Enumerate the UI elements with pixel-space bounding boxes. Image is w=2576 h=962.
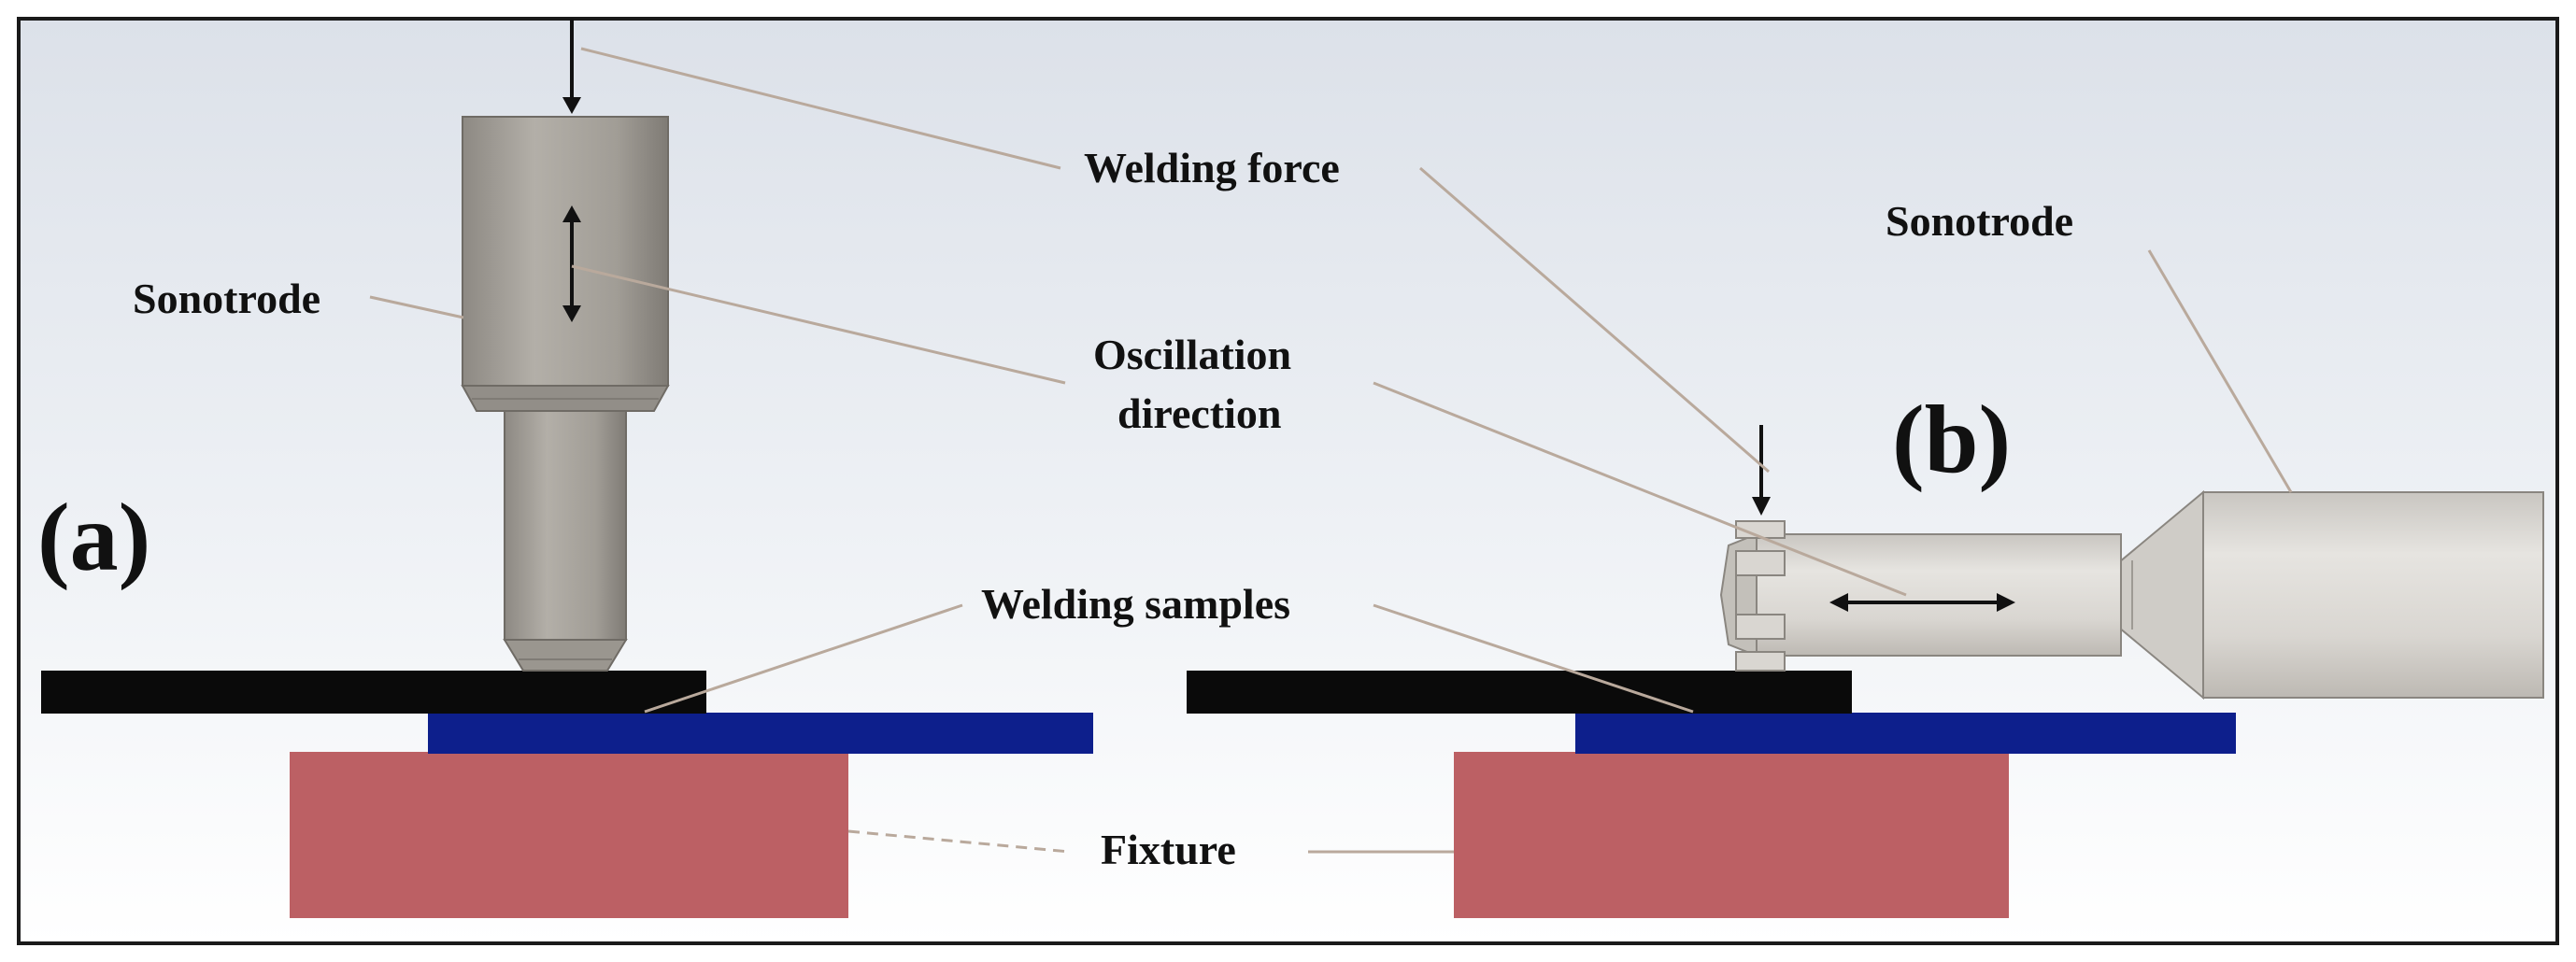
oscillation-label-line1: Oscillation bbox=[1093, 331, 1291, 378]
leader-welding-force-a bbox=[580, 47, 1061, 170]
frame-border bbox=[17, 17, 2559, 945]
leader-sonotrode-a bbox=[369, 295, 464, 319]
leader-samples-b bbox=[1373, 603, 1694, 714]
fixture-a bbox=[290, 752, 848, 918]
sonotrode-b bbox=[1719, 489, 2544, 700]
leader-oscillation-b bbox=[1373, 381, 1907, 597]
oscillation-label-line2: direction bbox=[1117, 389, 1281, 437]
sonotrode-label-b: Sonotrode bbox=[1886, 197, 2073, 245]
vertical-double-arrow-icon bbox=[562, 205, 581, 322]
top-sample-b bbox=[1187, 671, 1852, 714]
bottom-sample-b bbox=[1575, 713, 2236, 754]
leader-samples-a bbox=[644, 603, 963, 714]
welding-force-label: Welding force bbox=[1084, 144, 1340, 191]
bottom-sample-a bbox=[428, 713, 1093, 754]
panel-label-b: (b) bbox=[1892, 386, 2011, 493]
horizontal-double-arrow-icon bbox=[1829, 593, 2015, 612]
fixture-label: Fixture bbox=[1101, 826, 1236, 873]
panel-b: (b) Sonotrode bbox=[1187, 197, 2544, 918]
welding-samples-label: Welding samples bbox=[981, 580, 1290, 628]
leader-sonotrode-b bbox=[2147, 249, 2293, 493]
panel-label-a: (a) bbox=[37, 484, 150, 591]
down-arrow-icon bbox=[562, 19, 581, 114]
leader-oscillation-a bbox=[571, 264, 1066, 385]
leader-welding-force-b bbox=[1419, 166, 1770, 474]
top-sample-a bbox=[41, 671, 706, 714]
sonotrode-label-a: Sonotrode bbox=[133, 275, 320, 322]
panel-a: (a) Sonotrode bbox=[37, 19, 1093, 918]
fixture-b bbox=[1454, 752, 2009, 918]
sonotrode-a bbox=[461, 116, 670, 672]
